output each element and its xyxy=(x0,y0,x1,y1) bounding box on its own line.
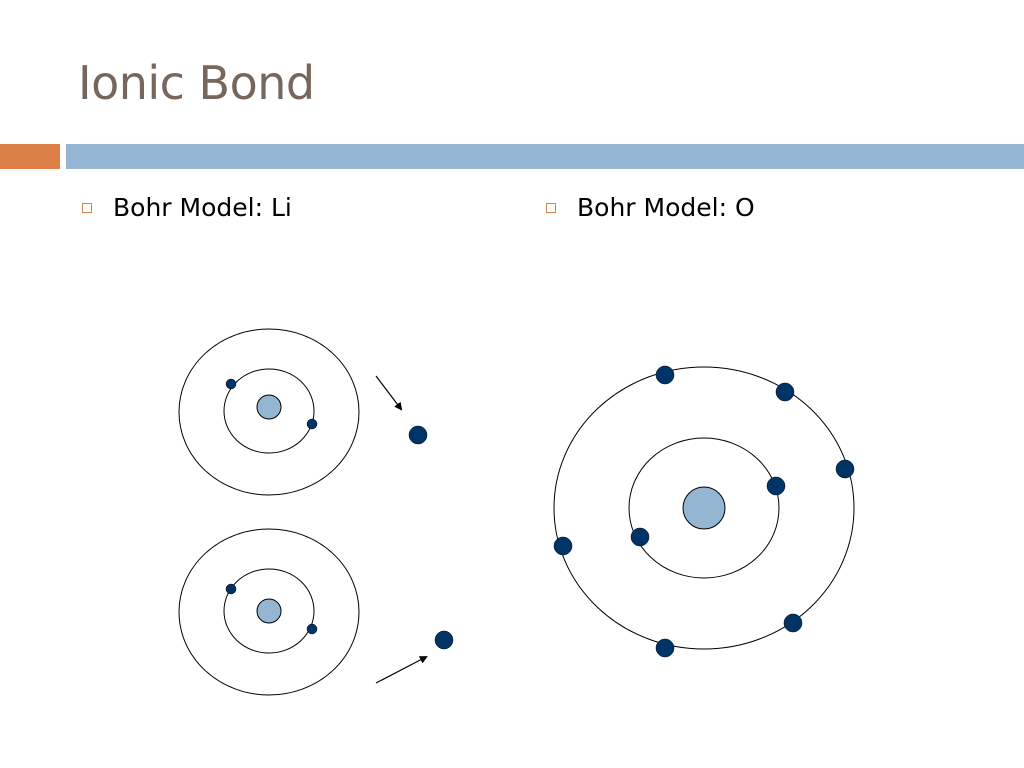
electron xyxy=(225,583,237,595)
inner-orbit xyxy=(223,568,315,654)
arrow-electron-leaving xyxy=(375,375,403,411)
accent-bar-orange xyxy=(0,144,60,169)
bullet-label-li: Bohr Model: Li xyxy=(113,193,292,222)
nucleus xyxy=(256,394,282,420)
bullet-label-o: Bohr Model: O xyxy=(577,193,755,222)
nucleus xyxy=(682,486,726,530)
outer-orbit xyxy=(178,528,360,696)
bullet-square-icon xyxy=(82,203,92,213)
free-electron xyxy=(434,630,454,650)
accent-bar-blue xyxy=(66,144,1024,169)
electron xyxy=(835,459,855,479)
li-atom-top xyxy=(178,328,360,496)
outer-orbit xyxy=(553,366,855,650)
electron xyxy=(553,536,573,556)
bullet-item-o: Bohr Model: O xyxy=(546,190,755,226)
electron xyxy=(306,623,318,635)
bullet-square-icon xyxy=(546,203,556,213)
electron xyxy=(655,638,675,658)
inner-orbit xyxy=(223,368,315,454)
electron xyxy=(225,378,237,390)
electron xyxy=(630,527,650,547)
arrow-electron-leaving xyxy=(375,656,428,684)
bullet-item-li: Bohr Model: Li xyxy=(82,190,292,226)
free-electron xyxy=(408,425,428,445)
nucleus xyxy=(256,598,282,624)
o-atom xyxy=(553,365,855,658)
electron xyxy=(306,418,318,430)
outer-orbit xyxy=(178,328,360,496)
electron xyxy=(766,476,786,496)
electron xyxy=(783,613,803,633)
electron xyxy=(655,365,675,385)
slide-title: Ionic Bond xyxy=(78,56,315,110)
electron xyxy=(775,382,795,402)
li-atom-bottom xyxy=(178,528,360,696)
inner-orbit xyxy=(628,437,780,579)
